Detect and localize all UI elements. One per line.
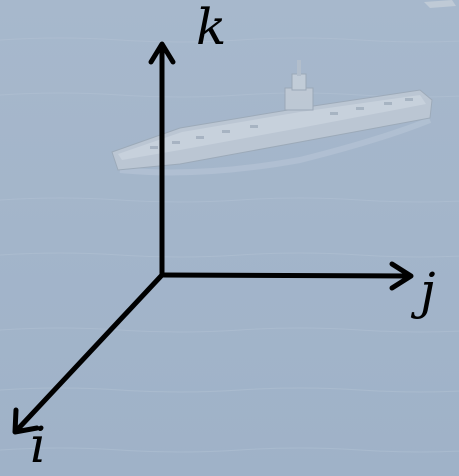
- axis-j-line: [159, 272, 413, 279]
- axis-k-arrowhead: [148, 41, 176, 65]
- aircraft-carrier-icon: [111, 60, 433, 176]
- axis-j-label: j: [420, 262, 436, 320]
- axis-j-arrowhead: [389, 261, 414, 291]
- axis-i-line: [14, 272, 165, 433]
- wave-texture: [0, 37, 459, 453]
- distant-ship-icon: [424, 0, 456, 8]
- axis-k-label: k: [196, 0, 227, 56]
- axis-i-label: i: [30, 416, 46, 474]
- axis-i-arrowhead: [12, 407, 40, 435]
